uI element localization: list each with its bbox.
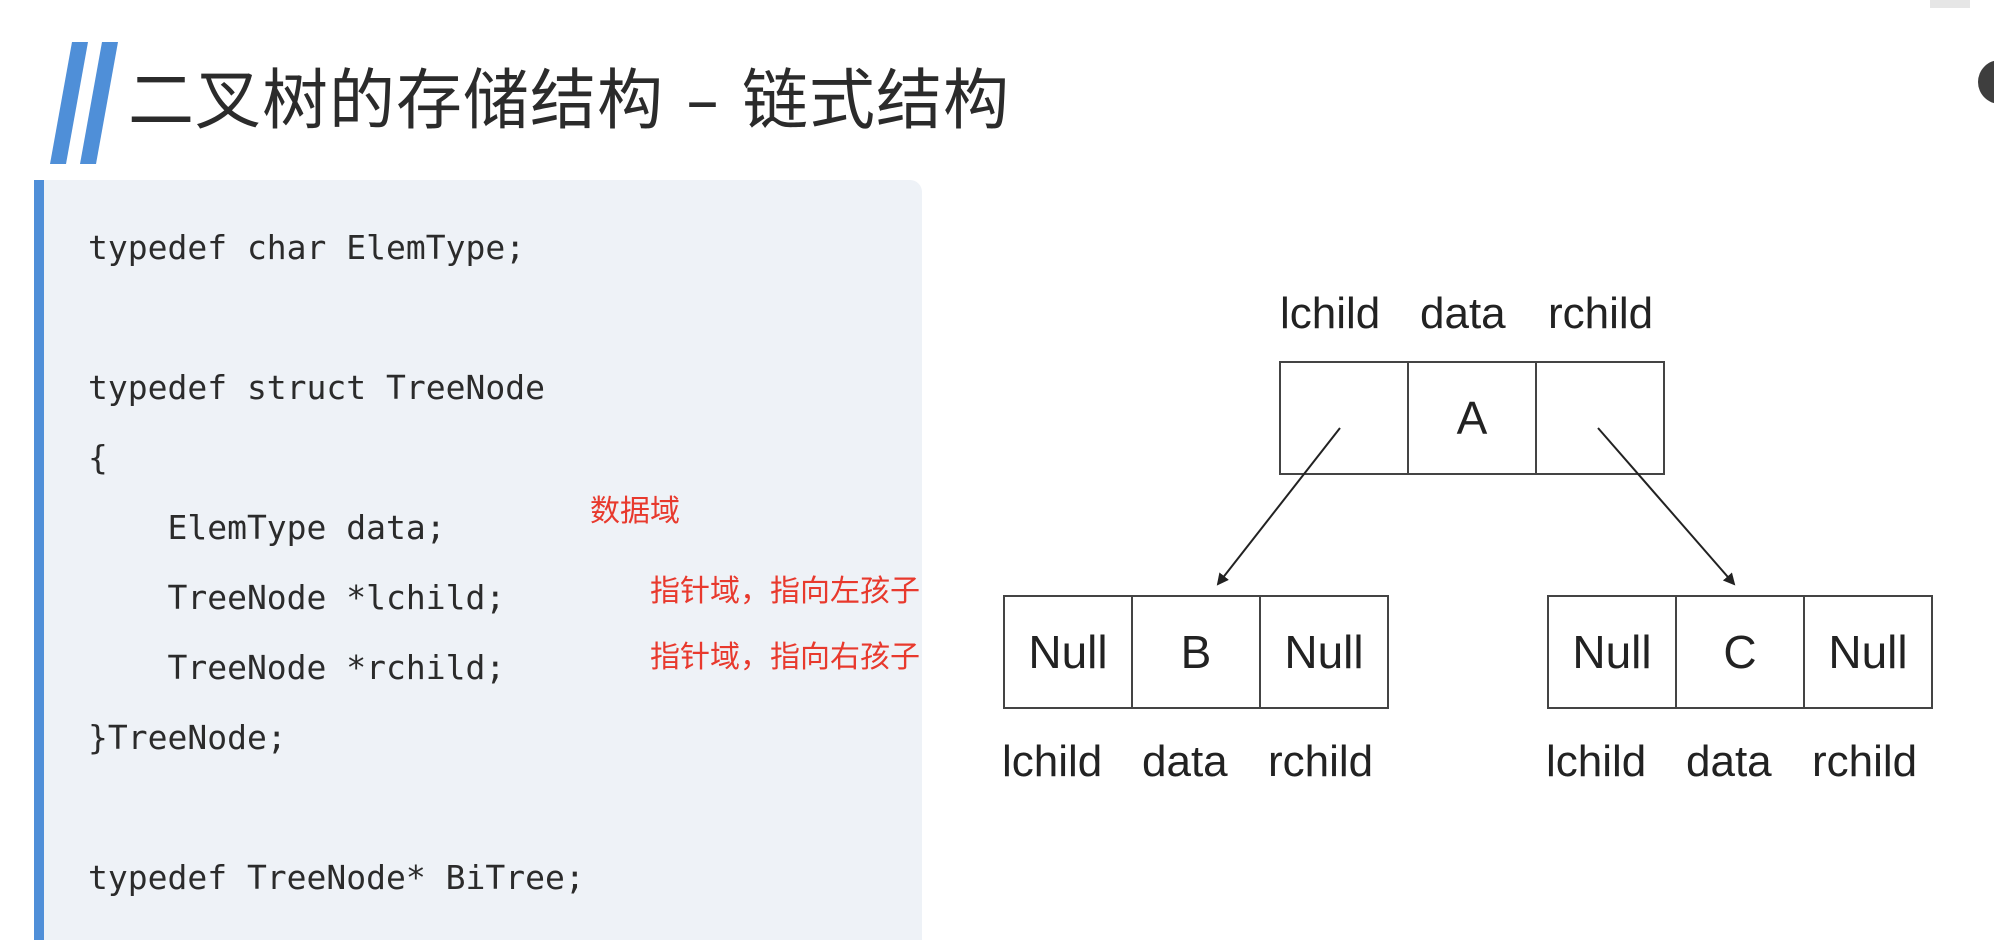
corner-dot-icon xyxy=(1978,60,1994,104)
root-cell-rchild xyxy=(1535,361,1665,475)
right-field-label-data: data xyxy=(1686,737,1772,786)
code-line-bitree-typedef: typedef TreeNode* BiTree; xyxy=(88,858,585,897)
left-child-node: Null B Null lchild data rchild xyxy=(1002,595,1389,786)
right-child-node: Null C Null lchild data rchild xyxy=(1546,595,1933,786)
root-field-label-data: data xyxy=(1420,289,1506,338)
right-data-value: C xyxy=(1723,626,1756,678)
code-line-rchild-member: TreeNode *rchild; xyxy=(88,648,506,687)
right-field-label-lchild: lchild xyxy=(1546,737,1646,786)
root-data-value: A xyxy=(1457,392,1488,444)
right-cell-rchild xyxy=(1803,595,1933,709)
right-cell-data xyxy=(1675,595,1805,709)
annotation-data-field: 数据域 xyxy=(590,494,680,529)
root-field-label-rchild: rchild xyxy=(1548,289,1653,338)
left-cell-rchild xyxy=(1259,595,1389,709)
root-cell-lchild xyxy=(1279,361,1409,475)
right-cell-lchild xyxy=(1547,595,1677,709)
right-rchild-value: Null xyxy=(1828,626,1907,678)
right-field-label-rchild: rchild xyxy=(1812,737,1917,786)
left-cell-lchild xyxy=(1003,595,1133,709)
left-cell-data xyxy=(1131,595,1261,709)
right-pointer-arrow xyxy=(1597,427,1736,586)
code-line-struct-header: typedef struct TreeNode xyxy=(88,368,545,407)
left-field-label-data: data xyxy=(1142,737,1228,786)
code-panel xyxy=(34,180,922,940)
annotation-left-pointer: 指针域，指向左孩子 xyxy=(650,574,920,609)
root-field-label-lchild: lchild xyxy=(1280,289,1380,338)
code-line-close-brace: }TreeNode; xyxy=(88,718,287,757)
left-rchild-value: Null xyxy=(1284,626,1363,678)
left-lchild-value: Null xyxy=(1028,626,1107,678)
code-line-open-brace: { xyxy=(88,438,108,477)
code-line-data-member: ElemType data; xyxy=(88,508,446,547)
left-field-label-rchild: rchild xyxy=(1268,737,1373,786)
right-lchild-value: Null xyxy=(1572,626,1651,678)
code-line-lchild-member: TreeNode *lchild; xyxy=(88,578,506,617)
left-field-label-lchild: lchild xyxy=(1002,737,1102,786)
code-line-typedef-elemtype: typedef char ElemType; xyxy=(88,228,526,267)
title-accent-icon xyxy=(50,42,118,164)
annotation-right-pointer: 指针域，指向右孩子 xyxy=(650,640,920,675)
corner-decoration xyxy=(1930,0,1970,8)
left-pointer-arrow xyxy=(1216,427,1341,586)
root-node: lchild data rchild A xyxy=(1279,289,1665,475)
page-title: 二叉树的存储结构 – 链式结构 xyxy=(128,62,1010,139)
left-data-value: B xyxy=(1181,626,1212,678)
